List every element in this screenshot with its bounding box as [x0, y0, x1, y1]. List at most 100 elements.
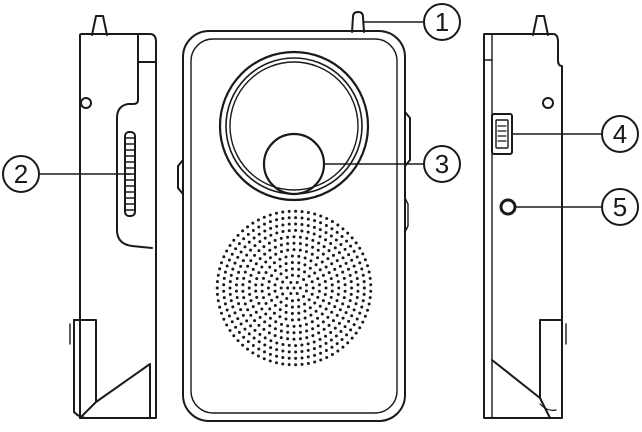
speaker-hole [232, 334, 236, 338]
speaker-hole [333, 267, 337, 271]
speaker-hole [322, 327, 326, 331]
speaker-hole [253, 319, 257, 323]
speaker-hole [251, 221, 255, 225]
speaker-hole [346, 305, 350, 309]
speaker-hole [313, 219, 317, 223]
callout-2-circle [2, 155, 40, 193]
speaker-hole [260, 307, 264, 311]
speaker-hole [287, 343, 291, 347]
speaker-hole [286, 324, 290, 328]
speaker-hole [319, 358, 323, 362]
speaker-hole [256, 354, 260, 358]
speaker-hole [258, 332, 262, 336]
speaker-hole [309, 259, 313, 263]
speaker-hole [327, 301, 331, 305]
speaker-hole [264, 270, 268, 274]
speaker-hole [251, 344, 255, 348]
speaker-hole [262, 350, 266, 354]
speaker-hole [319, 221, 323, 225]
speaker-hole [278, 264, 282, 268]
speaker-hole [362, 286, 366, 290]
speaker-hole [254, 310, 258, 314]
speaker-hole [354, 241, 358, 245]
speaker-hole [225, 264, 229, 268]
speaker-hole [273, 334, 277, 338]
speaker-hole [249, 324, 253, 328]
speaker-hole [219, 311, 223, 315]
speaker-hole [279, 236, 283, 240]
speaker-hole [358, 311, 362, 315]
speaker-hole [267, 241, 271, 245]
speaker-hole [246, 308, 250, 312]
speaker-hole [247, 240, 251, 244]
speaker-hole [306, 230, 310, 234]
speaker-hole [337, 251, 341, 255]
speaker-hole [286, 286, 290, 290]
speaker-hole [300, 343, 304, 347]
speaker-hole [324, 265, 328, 269]
speaker-hole [270, 298, 274, 302]
speaker-hole [317, 241, 321, 245]
tuning-dial-inner [229, 61, 359, 191]
left-body-outline [79, 33, 157, 419]
speaker-hole [228, 329, 232, 332]
speaker-hole [321, 299, 325, 303]
speaker-hole [251, 351, 255, 355]
speaker-hole [352, 308, 356, 312]
speaker-hole [324, 223, 328, 227]
speaker-hole [243, 270, 247, 274]
speaker-hole [336, 223, 340, 227]
tuning-dial-outer [218, 50, 370, 202]
speaker-hole [257, 323, 261, 327]
front-left-bump [177, 159, 184, 195]
speaker-hole [344, 311, 348, 315]
speaker-hole [284, 255, 288, 259]
speaker-hole [306, 224, 310, 228]
speaker-hole [262, 327, 266, 331]
speaker-hole [241, 229, 245, 233]
speaker-hole [329, 330, 333, 334]
speaker-hole [254, 262, 258, 266]
speaker-hole [294, 222, 298, 226]
callout-5-circle [601, 188, 639, 226]
speaker-hole [295, 280, 299, 284]
speaker-hole [285, 297, 289, 301]
speaker-hole [305, 336, 309, 340]
speaker-hole [325, 217, 329, 221]
speaker-hole [324, 286, 328, 290]
speaker-hole [292, 331, 296, 335]
speaker-hole [319, 214, 323, 218]
speaker-hole [286, 235, 290, 239]
speaker-hole [361, 273, 365, 277]
speaker-grille [215, 209, 373, 367]
speaker-hole [366, 308, 370, 312]
speaker-hole [218, 267, 222, 271]
speaker-hole [247, 332, 251, 336]
speaker-hole [218, 305, 222, 309]
speaker-hole [287, 229, 291, 233]
tuning-dial-ring [225, 57, 363, 195]
speaker-hole [246, 264, 250, 268]
speaker-hole [290, 267, 294, 271]
speaker-hole [335, 259, 339, 263]
speaker-hole [304, 322, 308, 326]
right-lanyard-hole [542, 97, 554, 109]
speaker-hole [237, 330, 241, 334]
speaker-hole [350, 236, 354, 240]
speaker-hole [303, 263, 307, 267]
speaker-hole [312, 232, 316, 236]
speaker-hole [260, 265, 264, 269]
speaker-hole [223, 270, 227, 274]
speaker-hole [268, 324, 272, 328]
callout-5-label: 5 [613, 192, 627, 222]
speaker-hole [294, 350, 298, 354]
speaker-hole [237, 270, 241, 274]
speaker-hole [262, 222, 266, 226]
speaker-hole [294, 228, 298, 232]
speaker-hole [273, 289, 277, 293]
speaker-hole [247, 286, 251, 290]
speaker-hole [346, 341, 350, 345]
speaker-hole [268, 265, 272, 269]
speaker-hole [312, 340, 316, 344]
speaker-hole [367, 302, 371, 306]
